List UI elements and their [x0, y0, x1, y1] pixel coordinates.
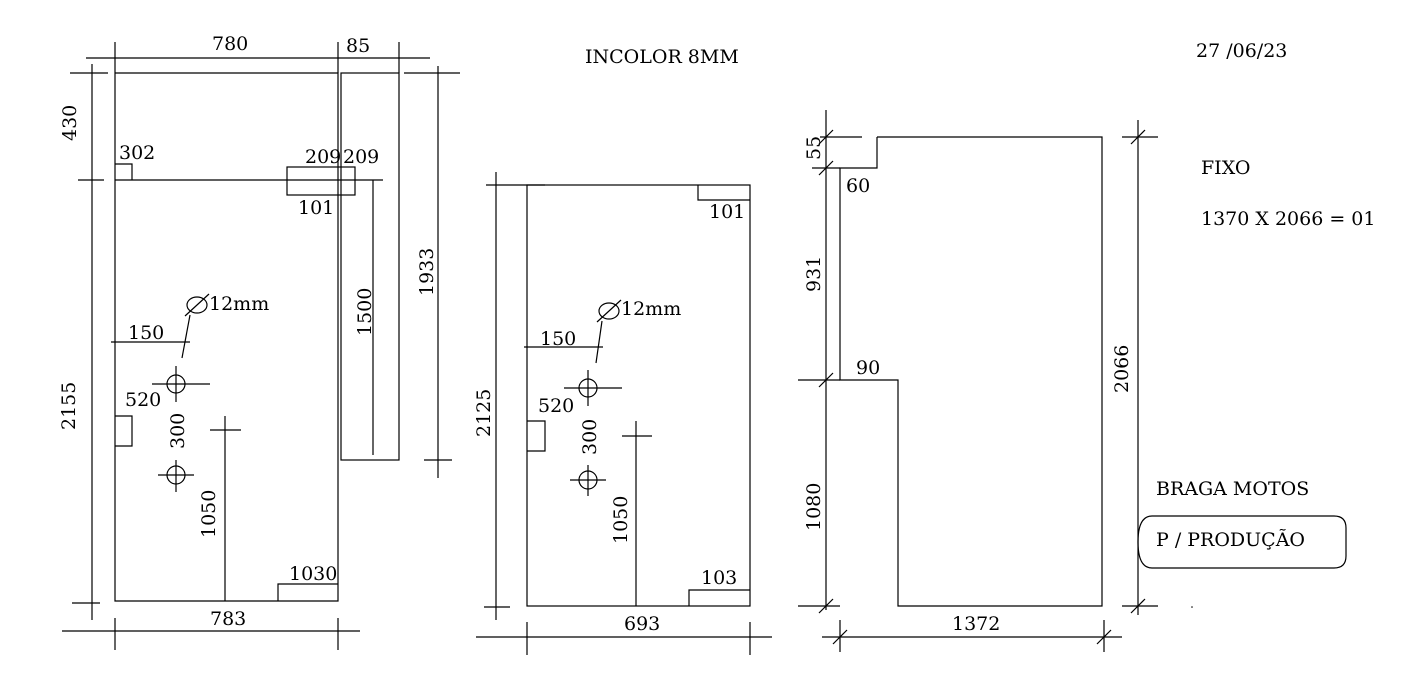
piece-2-hole-offset: 150 — [540, 328, 576, 350]
piece-1-side-height: 1500 — [354, 288, 376, 336]
piece-3-dim-slash — [818, 372, 834, 388]
piece-1-hole-offset: 150 — [128, 322, 164, 344]
piece-1-lock-height: 520 — [125, 389, 161, 411]
piece-3-dim-slash — [818, 598, 834, 614]
piece-3-dim-slash — [818, 160, 834, 176]
piece-1-side-total: 1933 — [416, 248, 438, 296]
piece-1-hole-symbol-icon — [186, 296, 208, 314]
piece-2-hole-symbol-icon — [598, 302, 620, 320]
piece-2-top-notch-label: 101 — [709, 201, 745, 223]
piece-1-hinge-right: 209 — [343, 146, 379, 168]
piece-1-hole-label: 12mm — [209, 293, 269, 315]
piece-2-outline — [526, 184, 751, 607]
piece-2-bottom-notch-label: 103 — [701, 567, 737, 589]
piece-1: 780 85 430 2155 302 209 209 101 1500 193… — [58, 33, 460, 650]
piece-2-height: 2125 — [473, 389, 495, 437]
piece-2-hole-leader — [595, 320, 603, 364]
piece-2-top-notch — [697, 185, 750, 201]
piece-3-dim-slash — [832, 629, 848, 645]
piece-2-bottom-notch — [688, 589, 750, 606]
piece-3-mid-step: 90 — [856, 357, 880, 379]
piece-1-main-outline — [114, 72, 339, 602]
piece-2-lock-notch — [527, 420, 546, 452]
piece-1-notch-302-label: 302 — [119, 142, 155, 164]
piece-1-top-right-width: 85 — [346, 35, 370, 57]
date-label: 27 /06/23 — [1196, 40, 1287, 62]
piece-1-top-width: 780 — [212, 33, 248, 55]
purpose-label: P / PRODUÇÃO — [1156, 529, 1305, 551]
piece-3-outline — [839, 136, 1103, 607]
piece-2-handle-height: 1050 — [610, 496, 632, 544]
piece-3-height: 2066 — [1111, 345, 1133, 393]
piece-1-handle-height: 1050 — [198, 490, 220, 538]
piece-3-bottom-height: 1080 — [803, 483, 825, 531]
piece-1-notch-302 — [115, 163, 133, 180]
piece-1-hole-symbol-slash — [184, 293, 210, 317]
piece-2-hole-symbol-slash — [596, 299, 622, 323]
piece-3-step-width: 60 — [846, 175, 870, 197]
piece-2-bottom-width: 693 — [624, 613, 660, 635]
piece-1-hole-spacing: 300 — [167, 413, 189, 449]
piece-2-hole-spacing: 300 — [579, 419, 601, 455]
material-label: INCOLOR 8MM — [585, 46, 739, 68]
piece-1-hinge-offset: 101 — [298, 197, 334, 219]
piece-2-hole-label: 12mm — [621, 298, 681, 320]
piece-3-top-step: 55 — [803, 136, 825, 160]
piece-1-height-top: 430 — [59, 105, 81, 141]
piece-3-dim-slash — [1130, 598, 1146, 614]
type-label: FIXO — [1201, 157, 1250, 179]
piece-1-bottom-notch-label: 1030 — [289, 563, 337, 585]
stray-dot — [1191, 606, 1193, 608]
client-label: BRAGA MOTOS — [1156, 478, 1309, 500]
piece-2-lock-height: 520 — [538, 395, 574, 417]
piece-3-dim-slash — [818, 129, 834, 145]
piece-1-hole-leader — [181, 314, 191, 359]
piece-3-bottom-width: 1372 — [952, 613, 1000, 635]
piece-1-side-panel — [340, 72, 400, 461]
piece-3: 55 60 931 90 1080 2066 1372 — [798, 110, 1158, 652]
piece-1-bottom-notch — [277, 583, 338, 601]
piece-3-mid-height: 931 — [803, 256, 825, 292]
piece-1-bottom-width: 783 — [210, 608, 246, 630]
size-qty-label: 1370 X 2066 = 01 — [1201, 208, 1376, 230]
piece-1-height-bottom: 2155 — [58, 382, 80, 430]
piece-1-hinge-box — [286, 166, 356, 196]
piece-1-lock-notch — [115, 415, 133, 447]
piece-3-dim-slash — [1096, 629, 1112, 645]
piece-3-dim-slash — [1130, 129, 1146, 145]
piece-1-hinge-left: 209 — [305, 146, 341, 168]
purpose-box — [1137, 515, 1347, 569]
piece-2: 2125 101 12mm 150 520 300 1050 103 693 — [473, 172, 772, 655]
